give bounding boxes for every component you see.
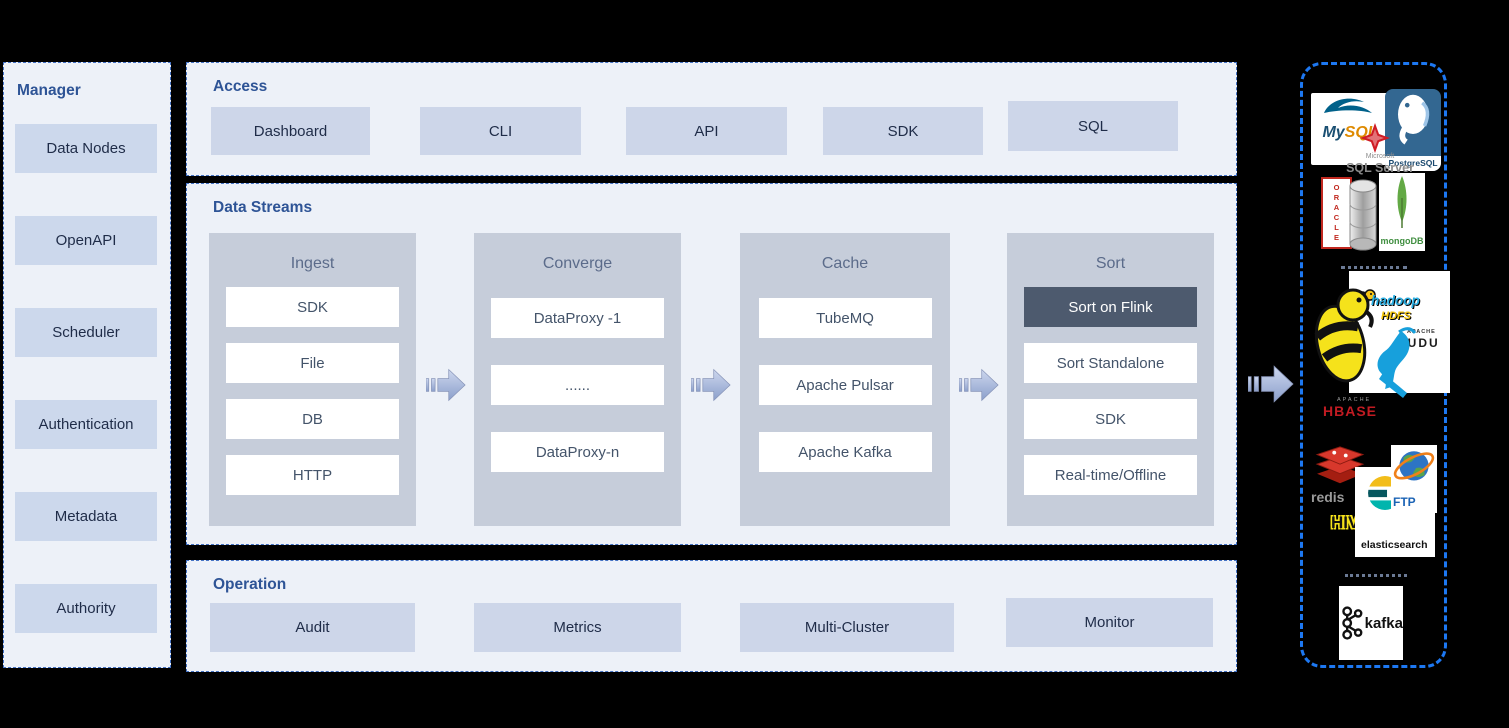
manager-item-scheduler: Scheduler — [15, 308, 157, 357]
redis-cubes-icon — [1315, 446, 1365, 484]
column-converge: Converge DataProxy -1 ...... DataProxy-n — [474, 233, 681, 526]
converge-item-ellipsis: ...... — [491, 365, 664, 405]
converge-item-dataproxy-1: DataProxy -1 — [491, 298, 664, 338]
cache-item-apache-pulsar: Apache Pulsar — [758, 365, 932, 405]
hbase-apache-label: APACHE — [1337, 397, 1372, 403]
flow-arrow-icon — [425, 366, 466, 404]
hadoop-logo: hadoop — [1371, 293, 1420, 308]
manager-item-authentication: Authentication — [15, 400, 157, 449]
data-streams-title: Data Streams — [213, 199, 313, 216]
operation-item-metrics: Metrics — [474, 603, 681, 652]
sql-server-star-icon — [1360, 123, 1390, 153]
mongodb-logo: mongoDB — [1379, 173, 1425, 251]
column-sort-title: Sort — [1095, 255, 1126, 272]
sinks-panel: MySQL PostgreSQL Microsoft SQL Server OR… — [1300, 62, 1450, 668]
redis-label: redis — [1311, 489, 1345, 505]
ingest-item-db: DB — [226, 399, 399, 439]
kudu-antelope-icon — [1377, 327, 1417, 398]
hive-bee-icon — [1314, 288, 1374, 383]
sort-item-sdk: SDK — [1024, 399, 1197, 439]
operation-panel: Operation Audit Metrics Multi-Cluster Mo… — [186, 560, 1237, 672]
sort-item-sort-on-flink: Sort on Flink — [1024, 287, 1197, 327]
manager-item-metadata: Metadata — [15, 492, 157, 541]
manager-items: Data Nodes OpenAPI Scheduler Authenticat… — [15, 124, 157, 633]
access-title: Access — [213, 78, 268, 95]
access-panel: Access Dashboard CLI API SDK SQL — [186, 62, 1237, 176]
access-item-sdk: SDK — [823, 107, 983, 155]
column-ingest: Ingest SDK File DB HTTP — [209, 233, 416, 526]
cache-item-apache-kafka: Apache Kafka — [758, 432, 932, 472]
manager-item-openapi: OpenAPI — [15, 216, 157, 265]
ftp-globe-icon — [1393, 451, 1435, 481]
column-cache: Cache TubeMQ Apache Pulsar Apache Kafka — [740, 233, 950, 526]
postgresql-elephant-icon — [1398, 94, 1430, 145]
column-cache-title: Cache — [821, 255, 869, 272]
kafka-icon — [1342, 606, 1363, 640]
ftp-logo: FTP — [1391, 445, 1437, 513]
operation-item-monitor: Monitor — [1006, 598, 1213, 647]
ingest-item-http: HTTP — [226, 455, 399, 495]
manager-item-data-nodes: Data Nodes — [15, 124, 157, 173]
postgresql-logo: PostgreSQL — [1385, 89, 1441, 171]
group-divider — [1341, 266, 1407, 269]
redis-logo — [1313, 445, 1367, 491]
cache-item-tubemq: TubeMQ — [758, 298, 932, 338]
hbase-logo: HBASE — [1323, 403, 1378, 419]
kafka-logo: kafka — [1339, 586, 1403, 660]
hdfs-logo: HDFS — [1381, 310, 1411, 322]
operation-item-audit: Audit — [210, 603, 415, 652]
access-item-sql: SQL — [1008, 101, 1178, 151]
mysql-dolphin-icon — [1324, 98, 1372, 113]
sort-item-sort-standalone: Sort Standalone — [1024, 343, 1197, 383]
flow-arrow-icon — [690, 366, 731, 404]
mongodb-leaf-icon — [1397, 176, 1407, 228]
database-cylinder-icon — [1348, 175, 1378, 255]
kudu-apache-label: APACHE — [1407, 329, 1436, 335]
microsoft-label: Microsoft — [1365, 153, 1395, 160]
hadoop-ecosystem-tile: hadoop HDFS APACHE KUDU — [1349, 271, 1450, 398]
output-arrow-icon — [1247, 364, 1294, 404]
data-streams-panel: Data Streams Ingest SDK File DB HTTP Con… — [186, 183, 1237, 545]
sql-server-logo: SQL Server — [1346, 161, 1414, 175]
sort-item-real-time-offline: Real-time/Offline — [1024, 455, 1197, 495]
access-item-api: API — [626, 107, 787, 155]
access-item-dashboard: Dashboard — [211, 107, 370, 155]
column-ingest-title: Ingest — [290, 255, 335, 272]
access-item-cli: CLI — [420, 107, 581, 155]
ingest-item-file: File — [226, 343, 399, 383]
converge-item-dataproxy-n: DataProxy-n — [491, 432, 664, 472]
column-sort: Sort Sort on Flink Sort Standalone SDK R… — [1007, 233, 1214, 526]
group-divider — [1345, 574, 1407, 577]
manager-item-authority: Authority — [15, 584, 157, 633]
ingest-item-sdk: SDK — [226, 287, 399, 327]
column-converge-title: Converge — [542, 255, 613, 272]
manager-title: Manager — [17, 82, 81, 99]
manager-panel: Manager Data Nodes OpenAPI Scheduler Aut… — [3, 62, 171, 668]
operation-title: Operation — [213, 576, 287, 593]
flow-arrow-icon — [958, 366, 999, 404]
operation-item-multi-cluster: Multi-Cluster — [740, 603, 954, 652]
hive-logo: HIVE — [1309, 279, 1375, 532]
